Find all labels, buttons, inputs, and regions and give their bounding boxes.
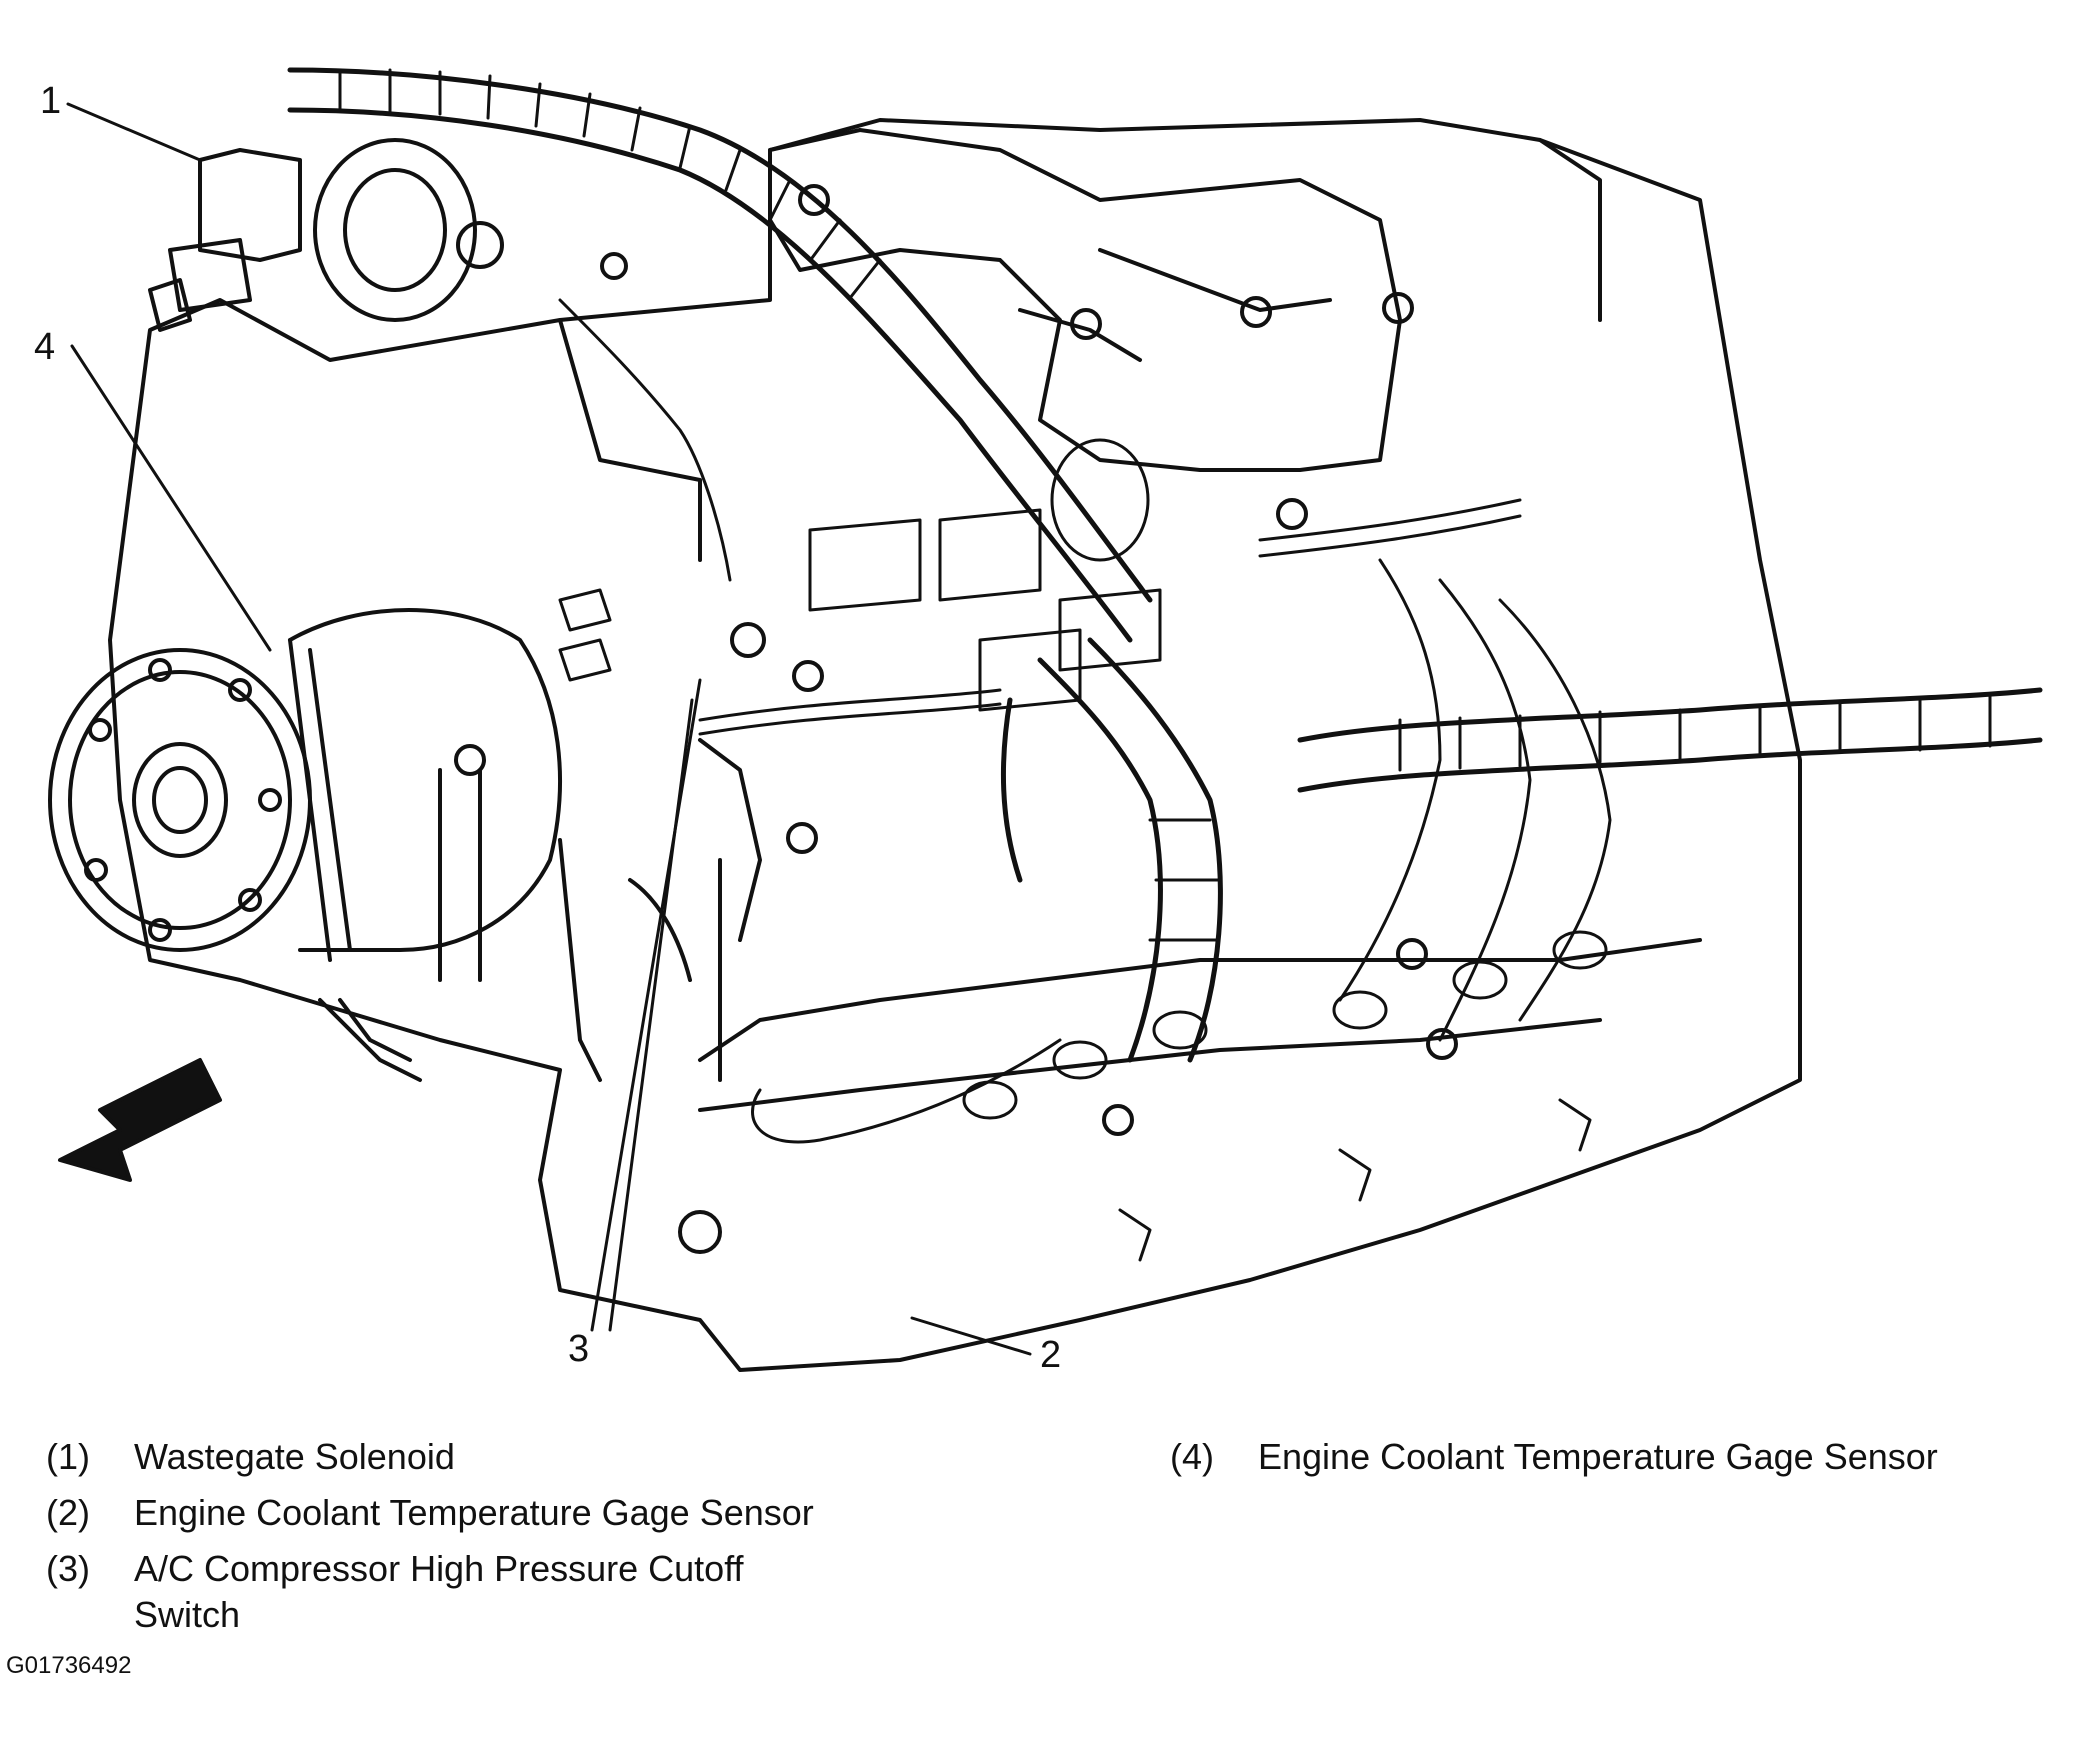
callout-3: 3 [568, 1328, 590, 1370]
injector-nozzles [962, 930, 1608, 1262]
engine-line-drawing [48, 67, 2043, 1372]
legend-number: (4) [1170, 1436, 1214, 1477]
legend-number: (1) [46, 1436, 90, 1477]
wastegate-solenoid [148, 148, 302, 332]
legend-label: A/C Compressor High Pressure Cutoff Swit… [134, 1548, 744, 1635]
ac-compressor [48, 608, 562, 1062]
callout-2: 2 [1040, 1334, 1062, 1376]
harness-wraps [338, 68, 1992, 942]
legend-number: (2) [46, 1492, 90, 1533]
callout-4: 4 [34, 326, 56, 368]
wiring-harness [287, 67, 2043, 1063]
front-direction-arrow-icon [58, 1058, 222, 1182]
legend-label: Engine Coolant Temperature Gage Sensor [1258, 1436, 1938, 1477]
figure-id: G01736492 [6, 1652, 132, 1679]
fuel-lines [558, 298, 1612, 1144]
legend-item-3: (3) A/C Compressor High Pressure Cutoff … [46, 1546, 906, 1638]
legend-item-4: (4) Engine Coolant Temperature Gage Sens… [1170, 1434, 2070, 1480]
callout-leader-lines [66, 102, 1032, 1356]
bolts [454, 184, 1458, 1254]
legend-label: Wastegate Solenoid [134, 1436, 455, 1477]
engine-block [108, 118, 1802, 1372]
legend-item-2: (2) Engine Coolant Temperature Gage Sens… [46, 1490, 1046, 1536]
electrical-connectors [558, 438, 1162, 712]
legend-number: (3) [46, 1548, 90, 1589]
belt-bracket [318, 738, 762, 1082]
legend-item-1: (1) Wastegate Solenoid [46, 1434, 1046, 1480]
valve-cover [768, 128, 1402, 472]
callout-1: 1 [40, 80, 62, 122]
legend-label: Engine Coolant Temperature Gage Sensor [134, 1492, 814, 1533]
filter-canister [313, 138, 504, 322]
